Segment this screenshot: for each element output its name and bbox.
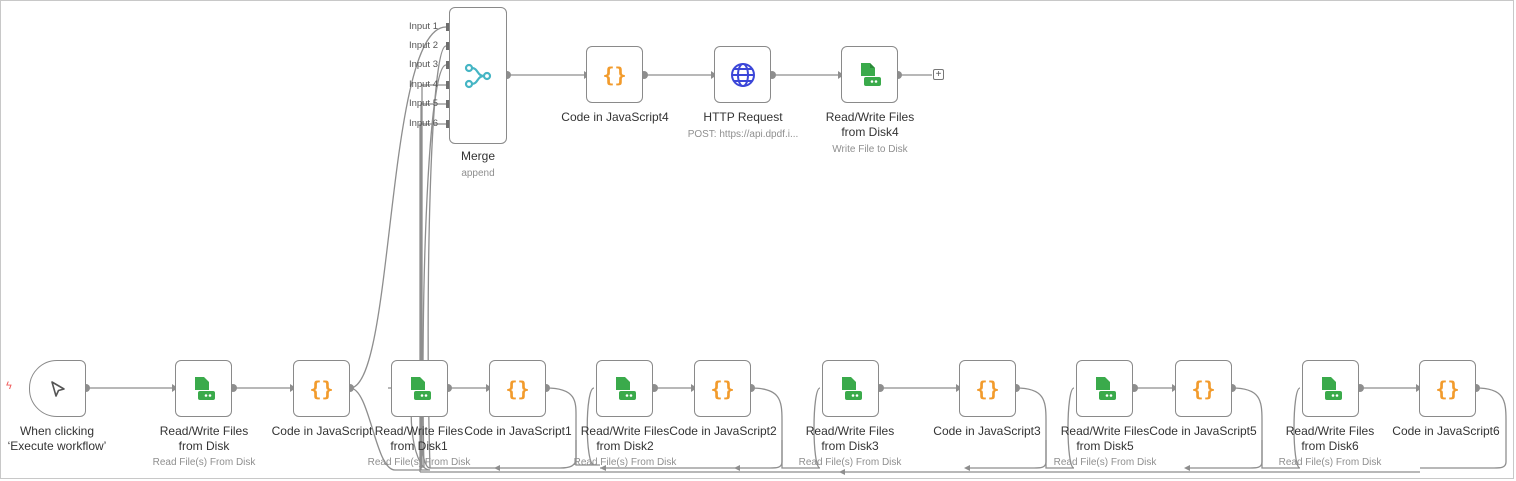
wire-code2-rw3b [600,387,821,469]
file-drive-icon [410,376,431,400]
rw-disk5-label: Read/Write Files from Disk5 [1060,424,1150,453]
rw-disk6-label: Read/Write Files from Disk6 [1285,424,1375,453]
merge-input-port [446,42,450,50]
rw-disk-node[interactable] [175,360,232,417]
merge-label: Merge [460,149,495,163]
wire-code1-rw2b [575,387,600,466]
merge-icon [464,63,492,88]
merge-input-port [446,23,450,31]
code-braces-icon: {} [975,376,1000,401]
code3-label: Code in JavaScript3 [933,424,1041,438]
code-braces-icon: {} [1435,376,1460,401]
wire-code5-rw6b [1261,387,1301,469]
merge-input-port [446,120,450,128]
globe-icon [730,62,755,87]
code5-node[interactable]: {} [1175,360,1232,417]
arrowhead [1184,465,1190,471]
arrowhead [600,465,606,471]
merge-input-label-1: Input 1 [408,21,438,32]
code-node[interactable]: {} [293,360,350,417]
arrowhead [964,465,970,471]
rw-disk1-label: Read/Write Files from Disk1 [374,424,464,453]
merge-node[interactable] [449,7,507,144]
arrowhead [734,465,740,471]
rw-disk6-node[interactable] [1302,360,1359,417]
http-node[interactable] [714,46,771,103]
code4-label: Code in JavaScript4 [561,110,669,124]
http-sub: POST: https://api.dpdf.i... [687,129,799,140]
rw-disk1-sub: Read File(s) From Disk [367,457,471,468]
rw-disk4-label: Read/Write Files from Disk4 [825,110,915,139]
code3-node[interactable]: {} [959,360,1016,417]
wire-code-merge1 [349,26,447,389]
http-label: HTTP Request [703,110,783,124]
code-braces-icon: {} [1191,376,1216,401]
rw-disk3-sub: Read File(s) From Disk [798,457,902,468]
wire-code5-merge5 [420,103,446,470]
rw-disk-sub: Read File(s) From Disk [152,457,256,468]
rw-disk2-node[interactable] [596,360,653,417]
code6-label: Code in JavaScript6 [1392,424,1500,438]
merge-input-label-5: Input 5 [408,98,438,109]
code2-node[interactable]: {} [694,360,751,417]
code2-label: Code in JavaScript2 [669,424,777,438]
merge-input-port [446,61,450,69]
rw-disk2-label: Read/Write Files from Disk2 [580,424,670,453]
file-drive-icon [841,376,862,400]
arrowhead [839,469,845,475]
merge-input-label-6: Input 6 [408,118,438,129]
file-drive-icon [1321,376,1342,400]
merge-input-port [446,81,450,89]
wire-code6-end [1420,387,1507,469]
rw-disk1-node[interactable] [391,360,448,417]
merge-input-label-4: Input 4 [408,79,438,90]
wire-code3-rw5b [1045,387,1075,469]
rw-disk6-sub: Read File(s) From Disk [1278,457,1382,468]
file-drive-icon [860,62,881,86]
rw-disk4-sub: Write File to Disk [832,144,908,155]
rw-disk5-node[interactable] [1076,360,1133,417]
rw-disk3-node[interactable] [822,360,879,417]
wire-code6-merge6 [419,123,446,472]
trigger-label: When clicking ‘Execute workflow’ [7,424,107,453]
code6-node[interactable]: {} [1419,360,1476,417]
file-drive-icon [1095,376,1116,400]
merge-input-label-3: Input 3 [408,59,438,70]
cursor-icon [50,380,65,397]
code-braces-icon: {} [505,376,530,401]
code-braces-icon: {} [710,376,735,401]
code5-label: Code in JavaScript5 [1149,424,1257,438]
add-node-button[interactable]: + [933,69,944,80]
rw-disk4-node[interactable] [841,46,898,103]
rw-disk2-sub: Read File(s) From Disk [573,457,677,468]
code1-label: Code in JavaScript1 [464,424,572,438]
trigger-bolt-icon: ϟ [6,380,12,392]
merge-input-port [446,100,450,108]
rw-disk5-sub: Read File(s) From Disk [1053,457,1157,468]
rw-disk-label: Read/Write Files from Disk [159,424,249,453]
file-drive-icon [194,376,215,400]
file-drive-icon [615,376,636,400]
rw-disk3-label: Read/Write Files from Disk3 [805,424,895,453]
code-label: Code in JavaScript [271,424,373,438]
code1-node[interactable]: {} [489,360,546,417]
trigger-node[interactable] [29,360,86,417]
wire-code3-merge4 [421,84,446,468]
merge-input-label-2: Input 2 [408,40,438,51]
code-braces-icon: {} [602,62,627,87]
arrowhead [494,465,500,471]
code-braces-icon: {} [309,376,334,401]
code4-node[interactable]: {} [586,46,643,103]
merge-sub: append [461,168,495,179]
